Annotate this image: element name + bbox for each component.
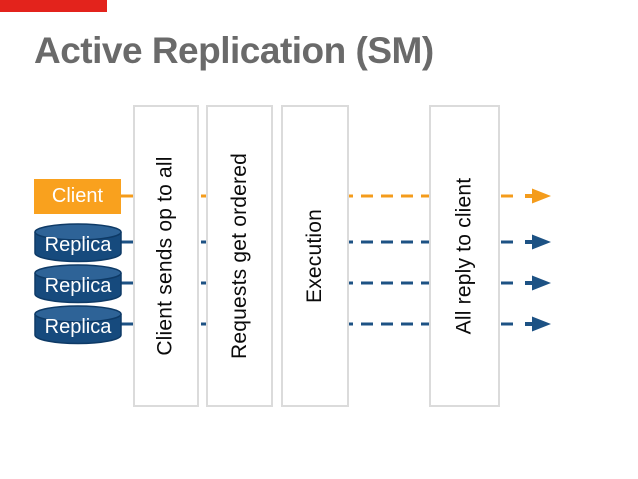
- replica-cylinder-1: Replica: [34, 223, 122, 263]
- client-arrowhead-icon: [525, 188, 551, 204]
- replica-label: Replica: [44, 234, 112, 256]
- replica-label: Replica: [44, 275, 112, 297]
- phase-label: Client sends op to all: [154, 156, 178, 356]
- database-cylinder-icon: [34, 223, 122, 263]
- replica3-arrowhead-icon: [525, 316, 551, 332]
- phase-label: All reply to client: [452, 177, 476, 335]
- page-title: Active Replication (SM): [34, 30, 434, 71]
- replica-label: Replica: [44, 316, 112, 338]
- phase-label: Requests get ordered: [227, 153, 251, 359]
- replica-cylinder-3: Replica: [34, 305, 122, 345]
- database-cylinder-icon: [34, 264, 122, 304]
- replica-cylinder-2: Replica: [34, 264, 122, 304]
- phase-box-all-reply: All reply to client: [429, 105, 500, 407]
- phase-box-client-sends: Client sends op to all: [133, 105, 199, 407]
- database-cylinder-icon: [34, 305, 122, 345]
- red-accent-bar: [0, 0, 107, 12]
- client-node: Client: [34, 179, 121, 214]
- phase-box-execution: Execution: [281, 105, 349, 407]
- replica1-arrowhead-icon: [525, 234, 551, 250]
- client-label: Client: [51, 185, 104, 207]
- replica2-arrowhead-icon: [525, 275, 551, 291]
- phase-label: Execution: [303, 208, 326, 304]
- phase-box-requests-ordered: Requests get ordered: [206, 105, 273, 407]
